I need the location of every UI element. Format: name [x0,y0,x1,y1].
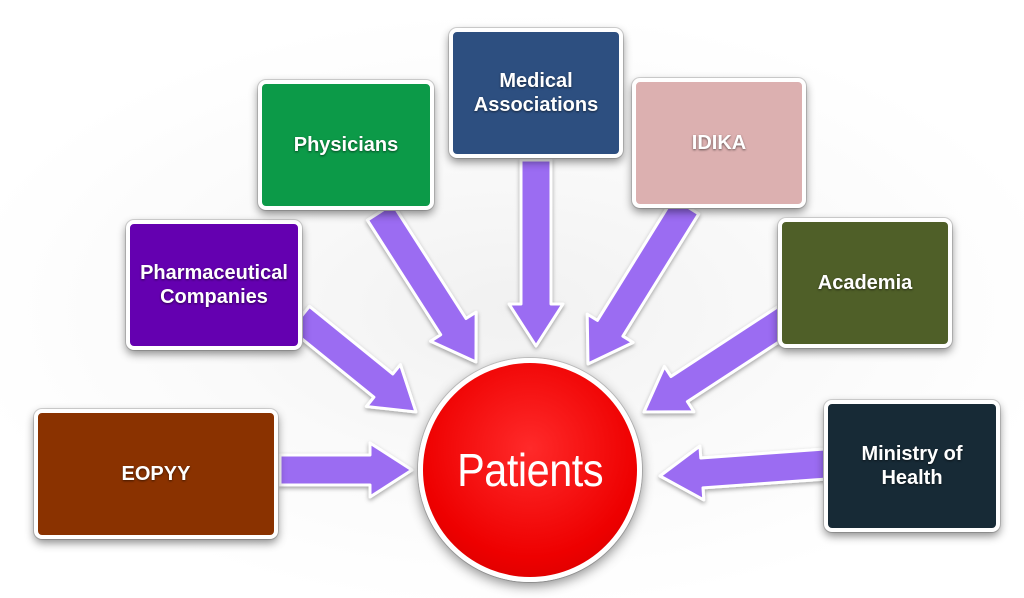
node-label: IDIKA [691,132,747,154]
arrow-physicians [365,202,478,364]
node-eopyy: EOPYY [34,409,278,539]
node-physicians: Physicians [258,80,434,210]
center-circle: Patients [418,358,642,582]
node-label: Ministry of Health [861,443,963,489]
arrow-pharma [289,304,418,414]
node-medical-associations: Medical Associations [449,28,623,158]
node-label: Physicians [293,134,399,156]
node-ministry-of-health: Ministry of Health [824,400,1000,532]
arrow-medical [507,158,565,348]
node-label: EOPYY [121,463,191,485]
node-label: Academia [817,272,913,294]
node-label: Pharmaceutical Companies [140,262,288,308]
node-pharmaceutical-companies: Pharmaceutical Companies [126,220,302,350]
node-label: Medical Associations [473,70,599,116]
arrow-ministry [658,444,829,502]
arrow-academia [642,303,798,414]
center-label: Patients [457,444,603,496]
node-academia: Academia [778,218,952,348]
arrow-eopyy [278,441,414,499]
arrow-idika [585,196,701,366]
node-idika: IDIKA [632,78,806,208]
